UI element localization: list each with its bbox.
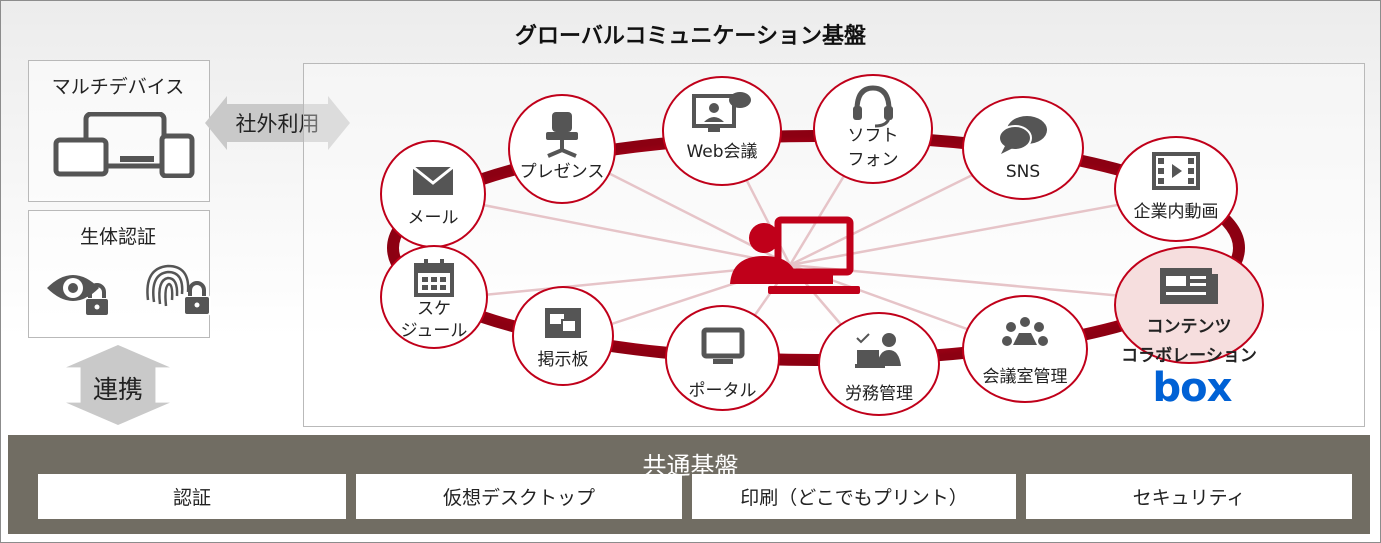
calendar-icon [414,259,454,297]
node-board-label: 掲示板 [537,350,589,370]
node-web-meeting-label: Web会議 [686,142,758,162]
multi-device-label: マルチデバイス [51,76,185,98]
node-mail-label: メール [407,208,459,228]
node-attendance[interactable]: 労務管理 [818,312,940,416]
node-schedule-label-line2: ジュール [400,321,468,341]
node-sns-label: SNS [1005,162,1041,182]
headset-icon [853,85,893,128]
common-item-vdi: 仮想デスクトップ [356,474,682,519]
eye-lock-icon [47,275,110,317]
common-item-auth: 認証 [38,474,346,519]
fingerprint-lock-icon [146,264,211,316]
office-chair-icon [546,112,578,158]
node-softphone[interactable]: ソフト フォン [813,74,933,184]
common-item-security: セキュリティ [1026,474,1352,519]
node-sns[interactable]: SNS [962,96,1084,200]
node-video-label: 企業内動画 [1133,202,1219,222]
node-room-label: 会議室管理 [982,367,1068,387]
diagram-title: グローバルコミュニケーション基盤 [515,24,866,49]
film-icon [1152,152,1200,190]
node-mail[interactable]: メール [380,140,486,248]
multi-device-icon [53,112,195,178]
integration-label: 連携 [92,375,143,404]
worker-laptop-icon [855,333,901,368]
node-schedule[interactable]: スケ ジュール [380,245,488,349]
node-softphone-label-line2: フォン [847,150,899,170]
biometric-panel [28,210,210,338]
node-video[interactable]: 企業内動画 [1114,136,1238,242]
common-item-print: 印刷（どこでもプリント） [692,474,1016,519]
center-user-pc-icon [730,216,860,294]
biometric-label: 生体認証 [79,226,156,248]
node-board[interactable]: 掲示板 [512,286,614,386]
external-use-label: 社外利用 [235,112,320,136]
node-content-label-line1: コンテンツ [1146,317,1232,337]
node-web-meeting[interactable]: Web会議 [662,76,782,186]
monitor-icon [701,327,744,364]
bulletin-board-icon [545,308,581,338]
video-conference-icon [692,92,751,132]
news-document-icon [1160,268,1218,304]
node-presence[interactable]: プレゼンス [508,94,616,204]
envelope-icon [412,165,454,195]
node-portal-label: ポータル [688,381,757,401]
chat-bubbles-icon [998,116,1047,154]
node-attendance-label: 労務管理 [845,384,913,404]
node-content-label-line2: コラボレーション [1121,346,1257,366]
box-logo: box [1152,365,1233,411]
node-portal[interactable]: ポータル [665,305,780,411]
node-presence-label: プレゼンス [519,162,605,182]
node-softphone-label-line1: ソフト [847,126,899,146]
node-schedule-label-line1: スケ [417,299,451,319]
node-content-collaboration[interactable] [1114,246,1264,364]
external-use-arrow [205,96,350,150]
meeting-room-icon [1002,317,1048,346]
node-room[interactable]: 会議室管理 [962,295,1088,403]
multi-device-panel [28,60,210,202]
